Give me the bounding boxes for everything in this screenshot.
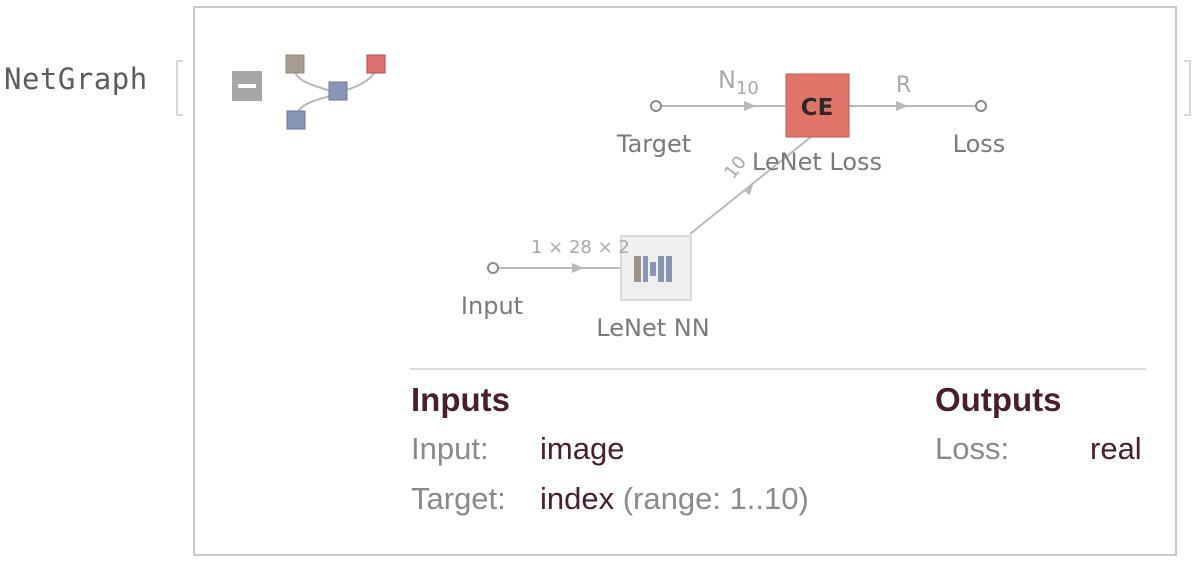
ce-node-label: CE	[801, 95, 834, 121]
collapse-button[interactable]	[232, 71, 262, 101]
lenet-nn-label: LeNet NN	[596, 314, 709, 342]
ce-node[interactable]: CE	[785, 73, 850, 138]
input-port-dot[interactable]	[487, 262, 499, 274]
edges	[498, 101, 976, 273]
target-label: Target	[616, 130, 691, 158]
input-label: Input	[461, 292, 523, 320]
loss-label: Loss	[953, 130, 1006, 158]
input-port-name: Input:	[411, 431, 489, 466]
edge-label-dims: 1 × 28 × 2	[531, 237, 630, 258]
outputs-title: Outputs	[935, 381, 1062, 418]
loss-port-name: Loss:	[935, 431, 1010, 466]
ports-divider	[410, 368, 1146, 370]
edge-label-n: N10	[718, 66, 759, 99]
inputs-title: Inputs	[411, 381, 510, 418]
mini-graph-icon[interactable]	[285, 54, 386, 130]
input-port-type: image	[540, 431, 625, 466]
right-bracket	[1184, 60, 1191, 116]
loss-port-dot[interactable]	[975, 100, 987, 112]
target-port-range: (range: 1..10)	[622, 481, 809, 516]
target-port-value: index (range: 1..10)	[540, 481, 809, 517]
target-port-type: index	[540, 481, 615, 516]
target-port-dot[interactable]	[650, 100, 662, 112]
edge-label-r: R	[896, 73, 911, 98]
netgraph-head: NetGraph	[4, 62, 148, 96]
lenet-nn-node[interactable]	[620, 235, 692, 301]
edge-label-ten: 10	[720, 152, 751, 183]
left-bracket	[176, 60, 183, 116]
target-port-name: Target:	[411, 481, 506, 516]
loss-port-type: real	[1090, 431, 1142, 466]
lenet-loss-label: LeNet Loss	[752, 148, 882, 176]
